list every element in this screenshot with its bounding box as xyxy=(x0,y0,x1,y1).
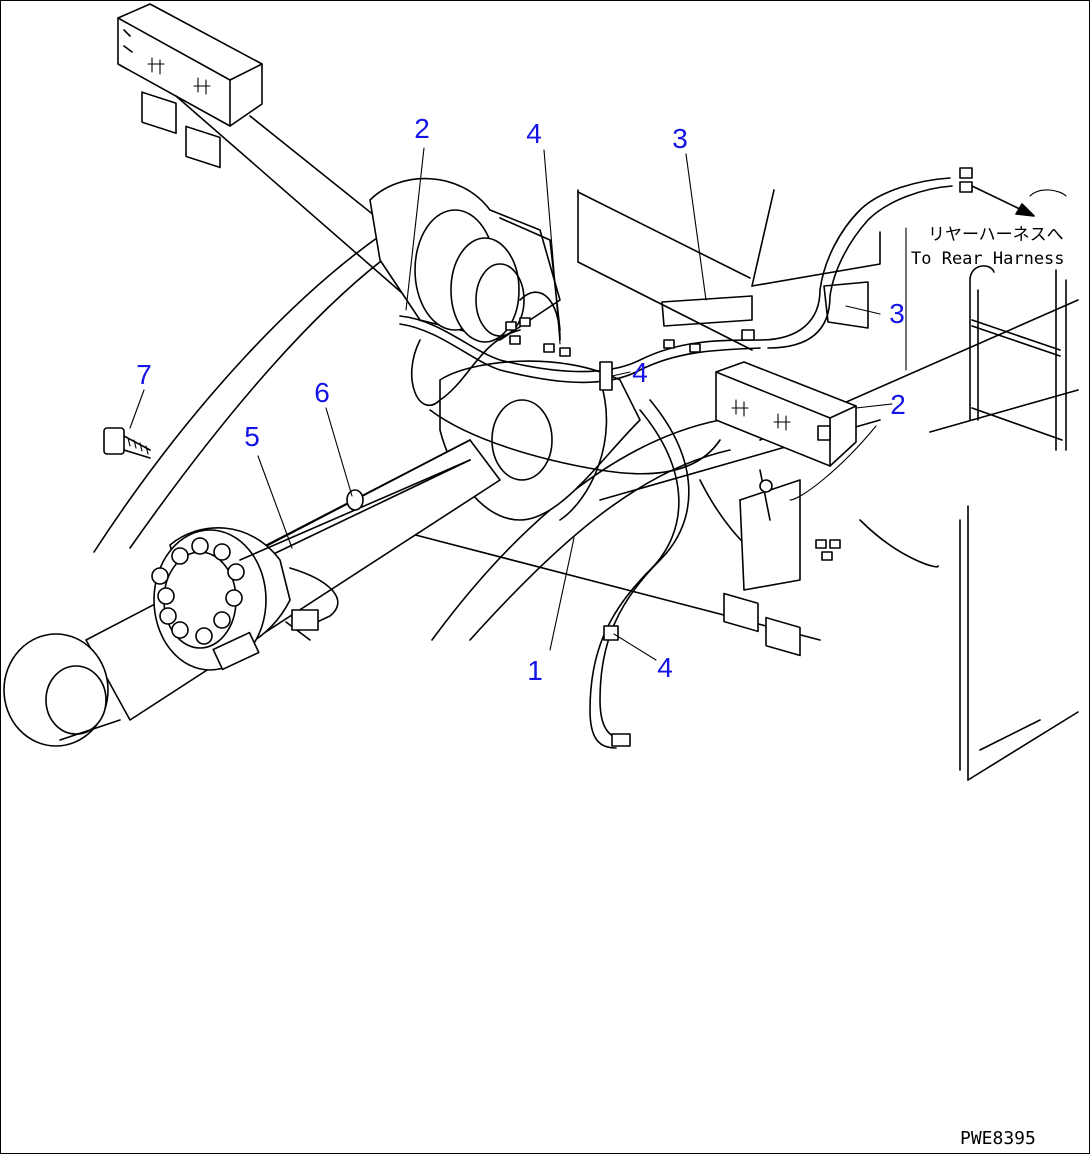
lamp-housing-top-left xyxy=(117,3,263,169)
callout-2-top: 2 xyxy=(414,113,430,144)
callout-6: 6 xyxy=(314,377,330,408)
callout-7: 7 xyxy=(136,359,152,390)
to-rear-harness-arrow xyxy=(971,185,1067,217)
connectors xyxy=(505,167,973,747)
callout-4-top: 4 xyxy=(526,118,542,149)
note-to-rear-harness: To Rear Harness xyxy=(911,249,1065,269)
lamp-housing-right xyxy=(715,361,857,657)
callout-2-right: 2 xyxy=(890,389,906,420)
callout-3-top: 3 xyxy=(672,123,688,154)
tag-3-regions xyxy=(577,189,881,351)
bolt-7 xyxy=(103,427,151,459)
ladder-rails xyxy=(959,265,1079,781)
callout-5: 5 xyxy=(244,421,260,452)
callout-3-right: 3 xyxy=(889,298,905,329)
callout-1: 1 xyxy=(527,655,543,686)
callout-4-bottom: 4 xyxy=(657,652,673,683)
clamp-6 xyxy=(346,489,364,511)
pivot-housing xyxy=(369,177,561,343)
cylinder-bolts xyxy=(151,537,245,645)
leader-lines xyxy=(129,147,907,661)
right-bracket xyxy=(739,469,801,591)
note-japanese: リヤーハーネスへ xyxy=(928,225,1064,245)
hydraulic-cylinder xyxy=(3,439,501,747)
drawing-code: PWE8395 xyxy=(960,1128,1036,1149)
callout-4-mid: 4 xyxy=(632,357,648,388)
